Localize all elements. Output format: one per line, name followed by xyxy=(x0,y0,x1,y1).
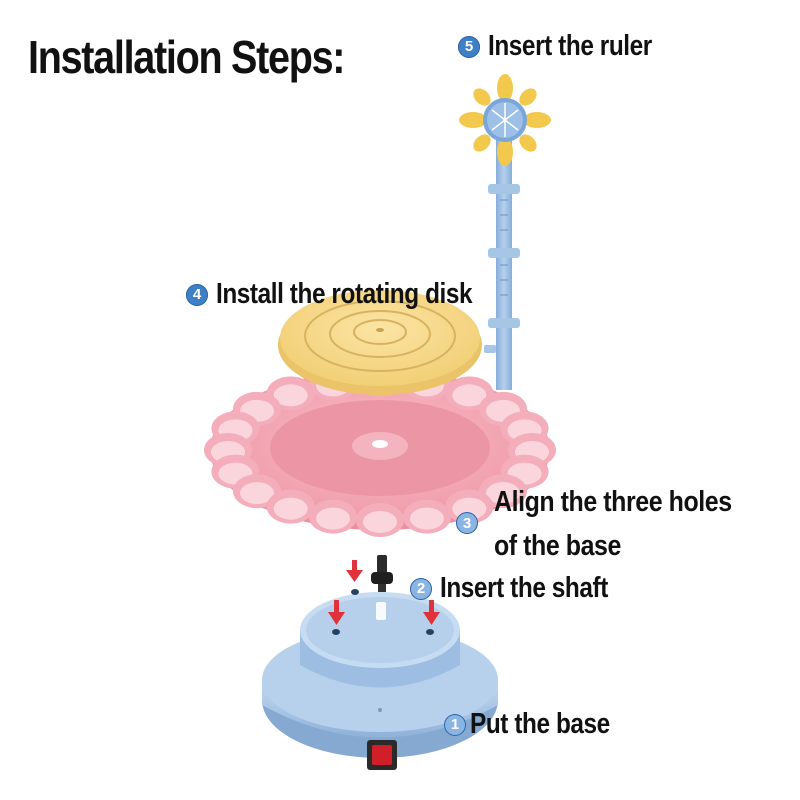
tray-cup-inner xyxy=(316,507,351,530)
step-label: Install the rotating disk xyxy=(216,278,473,310)
tray-cup-inner xyxy=(409,507,444,530)
step-label: Put the base xyxy=(470,708,610,740)
base-hole xyxy=(351,589,359,595)
tray-cup-inner xyxy=(273,497,308,520)
step-4: 4 Install the rotating disk xyxy=(186,278,521,311)
tray-cup-inner xyxy=(240,482,275,505)
tray-cup-inner xyxy=(363,511,397,533)
step-label-line: of the base xyxy=(494,530,621,562)
step-2: 2 Insert the shaft xyxy=(410,572,640,605)
step-label: Insert the shaft xyxy=(440,572,608,604)
base-hole xyxy=(426,629,434,635)
sunflower-topper-icon xyxy=(459,74,551,166)
step-3-label: Align the three holes of the base xyxy=(494,480,732,568)
tray-cup-inner xyxy=(273,384,308,407)
shaft xyxy=(371,555,393,592)
step-number-badge: 2 xyxy=(410,577,432,600)
step-label-line: Align the three holes xyxy=(494,486,732,518)
step-number-badge: 1 xyxy=(444,713,466,736)
ruler xyxy=(459,74,551,390)
step-number-badge: 5 xyxy=(458,35,480,58)
step-number-badge: 4 xyxy=(186,283,208,306)
tray-cup-inner xyxy=(452,384,487,407)
step-3-badge-wrap: 3 xyxy=(456,512,478,534)
base-unit xyxy=(262,589,498,770)
step-1: 1 Put the base xyxy=(444,708,636,741)
step-5: 5 Insert the ruler xyxy=(458,30,683,63)
page-title: Installation Steps: xyxy=(28,31,345,83)
tray-center-hole xyxy=(372,440,388,448)
step-number-badge: 3 xyxy=(456,512,478,534)
rotating-disk xyxy=(278,290,482,395)
tray-cup-inner xyxy=(485,482,520,505)
base-hole xyxy=(332,629,340,635)
step-label: Insert the ruler xyxy=(488,30,652,62)
